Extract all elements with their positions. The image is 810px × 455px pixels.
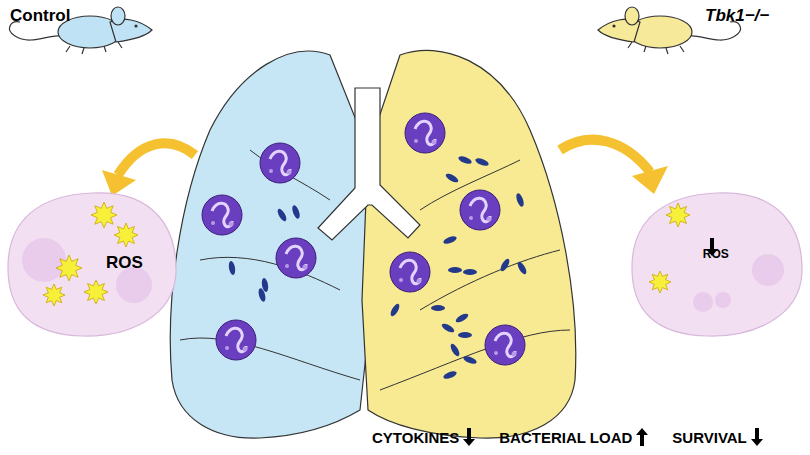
- bacterium: [276, 207, 288, 222]
- control-mouse: [10, 7, 152, 54]
- ros-star: [114, 223, 138, 247]
- ros-star: [43, 284, 65, 306]
- outcome-label: CYTOKINES: [372, 429, 459, 446]
- outcome-label: BACTERIAL LOAD: [499, 429, 632, 446]
- bacterium: [291, 204, 301, 219]
- up-arrow: [636, 428, 648, 446]
- neutrophil: [276, 238, 316, 278]
- ros-star: [91, 202, 117, 228]
- ros-star: [84, 280, 108, 304]
- bacterium: [458, 332, 472, 338]
- neutrophil: [485, 325, 525, 365]
- group-label: Control: [10, 6, 70, 26]
- group-label: Tbk1−/−: [705, 6, 769, 26]
- bacterium: [442, 235, 457, 245]
- bacterium: [448, 267, 462, 273]
- right-lung: [362, 50, 576, 438]
- neutrophil: [216, 320, 256, 360]
- ros-star: [56, 255, 82, 281]
- neutrophil: [460, 190, 500, 230]
- trachea: [318, 88, 420, 240]
- bacterium: [454, 312, 469, 324]
- neutrophil: [405, 113, 445, 153]
- ros-star: [649, 271, 671, 293]
- neutrophil: [260, 143, 300, 183]
- bacterium: [516, 260, 528, 275]
- outcome-row: CYTOKINES BACTERIAL LOAD SURVIVAL: [372, 428, 763, 446]
- neutrophil: [390, 252, 430, 292]
- bacterium: [444, 172, 459, 184]
- zoomed-cell: ROS: [628, 190, 806, 340]
- bacterium: [442, 370, 457, 380]
- down-arrow: [463, 428, 475, 446]
- ros-star: [666, 203, 690, 227]
- bacterium: [474, 157, 489, 167]
- bacterium: [462, 355, 477, 365]
- bacterium: [228, 261, 236, 276]
- bacterium: [431, 305, 445, 311]
- down-arrow: [751, 428, 763, 446]
- bacterium: [515, 192, 525, 207]
- bacterium: [463, 269, 477, 275]
- neutrophil: [202, 195, 242, 235]
- left-lung: [170, 51, 372, 438]
- bacterium: [261, 278, 269, 293]
- bacterium: [440, 322, 455, 334]
- down-arrow: [706, 238, 718, 256]
- bacterium: [499, 257, 511, 272]
- cell-label: ROS: [106, 253, 143, 273]
- outcome-label: SURVIVAL: [672, 429, 746, 446]
- bacterium: [457, 155, 472, 165]
- bacterium: [389, 302, 401, 317]
- bacterium: [449, 342, 461, 357]
- zoomed-cell: ROS: [4, 190, 180, 340]
